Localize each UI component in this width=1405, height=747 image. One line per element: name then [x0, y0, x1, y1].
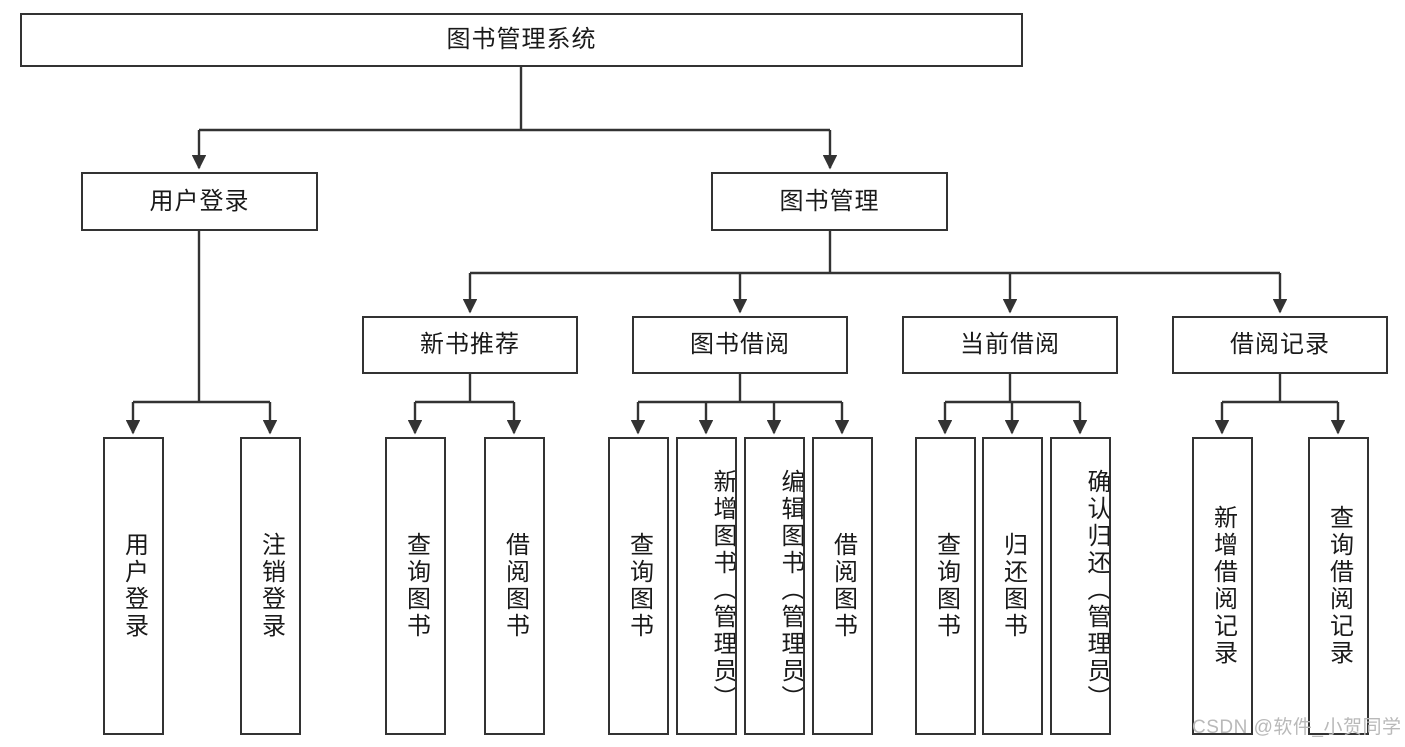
node-new-book-recommend[interactable]: 新书推荐 [362, 316, 578, 374]
node-leaf-query-borrow-record[interactable]: 查询借阅记录 [1308, 437, 1369, 735]
csdn-watermark: CSDN @软件_小贺同学 [1192, 717, 1402, 738]
node-leaf-query-book-recommend[interactable]: 查询图书 [385, 437, 446, 735]
node-leaf-borrow-book-borrow[interactable]: 借阅图书 [812, 437, 873, 735]
node-leaf-add-borrow-record[interactable]: 新增借阅记录 [1192, 437, 1253, 735]
node-leaf-add-book-admin[interactable]: 新增图书（管理员） [676, 437, 737, 735]
node-root-system[interactable]: 图书管理系统 [20, 13, 1023, 67]
node-leaf-logout-login[interactable]: 注销登录 [240, 437, 301, 735]
node-current-borrow[interactable]: 当前借阅 [902, 316, 1118, 374]
node-book-borrow[interactable]: 图书借阅 [632, 316, 848, 374]
node-user-login[interactable]: 用户登录 [81, 172, 318, 231]
node-leaf-edit-book-admin[interactable]: 编辑图书（管理员） [744, 437, 805, 735]
node-leaf-confirm-return-admin[interactable]: 确认归还（管理员） [1050, 437, 1111, 735]
node-leaf-query-book-current[interactable]: 查询图书 [915, 437, 976, 735]
node-book-manage[interactable]: 图书管理 [711, 172, 948, 231]
node-leaf-query-book-borrow[interactable]: 查询图书 [608, 437, 669, 735]
node-borrow-record[interactable]: 借阅记录 [1172, 316, 1388, 374]
node-leaf-borrow-book-recommend[interactable]: 借阅图书 [484, 437, 545, 735]
node-leaf-user-login[interactable]: 用户登录 [103, 437, 164, 735]
node-leaf-return-book[interactable]: 归还图书 [982, 437, 1043, 735]
